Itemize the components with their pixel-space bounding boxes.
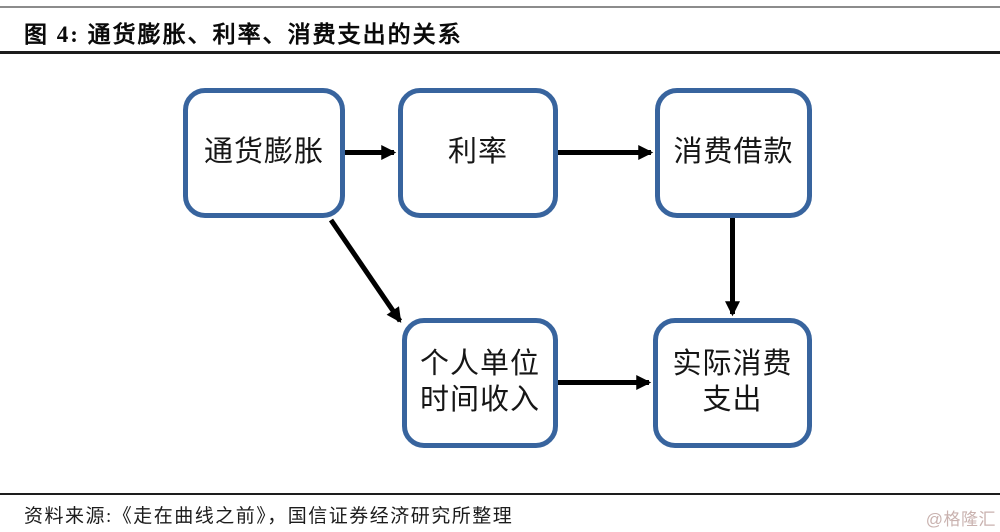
arrow-inflation-to-income — [328, 218, 403, 323]
title-divider — [0, 51, 1000, 54]
node-personal-income: 个人单位 时间收入 — [402, 318, 558, 448]
watermark-gelonghui: @格隆汇 — [925, 510, 996, 529]
node-consumer-borrowing: 消费借款 — [655, 88, 812, 218]
source-note: 资料来源:《走在曲线之前》，国信证券经济研究所整理 — [24, 506, 514, 527]
node-inflation: 通货膨胀 — [183, 88, 345, 218]
top-divider — [0, 6, 1000, 8]
node-actual-spending: 实际消费 支出 — [653, 318, 812, 448]
figure-title: 图 4: 通货膨胀、利率、消费支出的关系 — [24, 22, 463, 47]
footer-divider — [0, 493, 1000, 495]
node-interest-rate: 利率 — [398, 88, 558, 218]
